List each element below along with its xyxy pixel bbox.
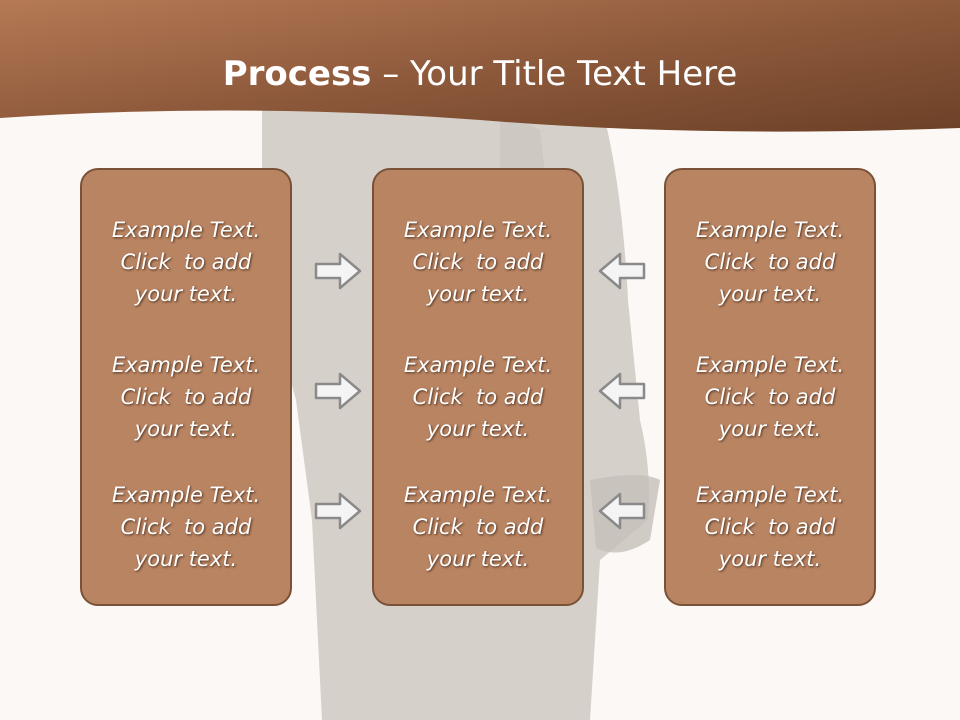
- text-line: your text.: [426, 282, 530, 306]
- text-item[interactable]: Example Text. Click to add your text.: [82, 479, 290, 575]
- text-line: Example Text.: [111, 353, 261, 377]
- text-box-right[interactable]: Example Text. Click to add your text. Ex…: [664, 168, 876, 606]
- text-line: Click to add: [412, 250, 544, 274]
- arrow-right-icon: [314, 492, 362, 530]
- title-rest: – Your Title Text Here: [371, 54, 738, 94]
- text-item[interactable]: Example Text. Click to add your text.: [666, 349, 874, 445]
- arrow-left-icon: [598, 372, 646, 410]
- text-line: Example Text.: [111, 218, 261, 242]
- text-line: your text.: [134, 282, 238, 306]
- text-line: Click to add: [120, 385, 252, 409]
- text-line: Example Text.: [695, 218, 845, 242]
- text-item[interactable]: Example Text. Click to add your text.: [374, 349, 582, 445]
- title-bold: Process: [222, 54, 372, 94]
- text-item[interactable]: Example Text. Click to add your text.: [374, 214, 582, 310]
- arrow-right-icon: [314, 372, 362, 410]
- arrow-left-icon: [598, 252, 646, 290]
- text-line: your text.: [718, 547, 822, 571]
- text-line: Example Text.: [695, 353, 845, 377]
- text-line: Click to add: [704, 515, 836, 539]
- text-line: your text.: [426, 547, 530, 571]
- text-line: Click to add: [704, 385, 836, 409]
- text-item[interactable]: Example Text. Click to add your text.: [374, 479, 582, 575]
- text-box-center[interactable]: Example Text. Click to add your text. Ex…: [372, 168, 584, 606]
- arrow-left-icon: [598, 492, 646, 530]
- text-line: Example Text.: [403, 483, 553, 507]
- text-line: Example Text.: [403, 218, 553, 242]
- text-line: Click to add: [412, 385, 544, 409]
- text-box-left[interactable]: Example Text. Click to add your text. Ex…: [80, 168, 292, 606]
- text-line: your text.: [134, 417, 238, 441]
- text-line: Click to add: [704, 250, 836, 274]
- text-line: Example Text.: [403, 353, 553, 377]
- text-item[interactable]: Example Text. Click to add your text.: [666, 214, 874, 310]
- text-line: Click to add: [412, 515, 544, 539]
- text-line: your text.: [134, 547, 238, 571]
- slide-title[interactable]: Process – Your Title Text Here: [0, 52, 960, 96]
- text-item[interactable]: Example Text. Click to add your text.: [666, 479, 874, 575]
- text-line: your text.: [426, 417, 530, 441]
- text-item[interactable]: Example Text. Click to add your text.: [82, 349, 290, 445]
- text-line: Example Text.: [111, 483, 261, 507]
- text-line: Example Text.: [695, 483, 845, 507]
- text-line: your text.: [718, 417, 822, 441]
- text-line: your text.: [718, 282, 822, 306]
- header-band: [0, 0, 960, 132]
- text-item[interactable]: Example Text. Click to add your text.: [82, 214, 290, 310]
- arrow-right-icon: [314, 252, 362, 290]
- text-line: Click to add: [120, 515, 252, 539]
- text-line: Click to add: [120, 250, 252, 274]
